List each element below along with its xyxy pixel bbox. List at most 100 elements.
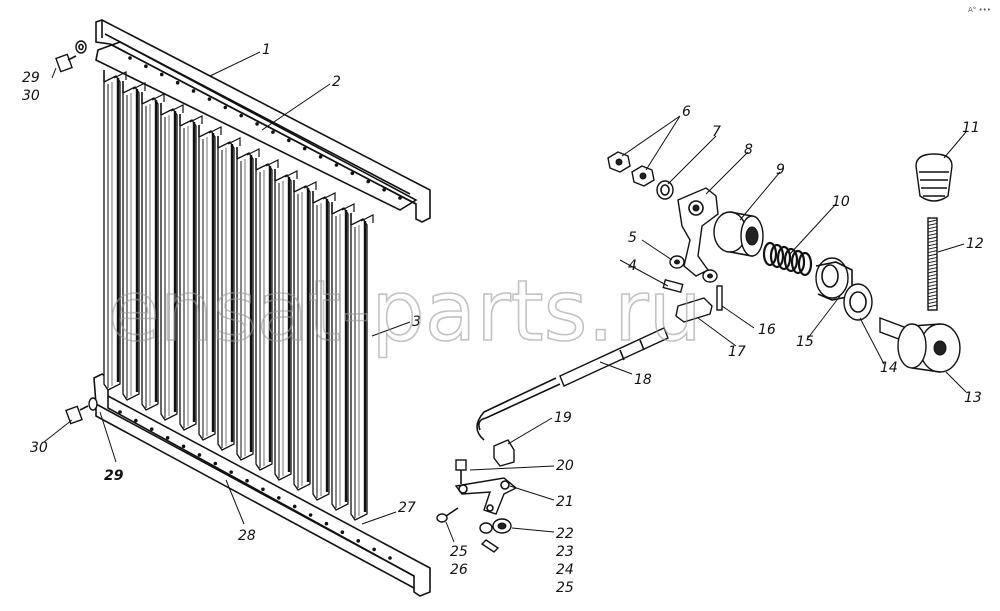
watermark: ensat-parts.ru [108,262,702,360]
connecting-rod-18 [476,327,669,441]
callout-29-bottom: 29 [104,468,124,484]
rail-hole [334,163,339,167]
callout-27: 27 [398,500,416,516]
callout-1: 1 [262,42,271,58]
louver-slat [350,213,374,521]
callout-14: 14 [880,360,898,376]
rail-hole [245,478,249,483]
callout-18: 18 [634,372,652,388]
rail-hole [191,89,196,93]
callout-21: 21 [556,494,574,510]
callout-7: 7 [712,124,721,140]
callout-2: 2 [332,74,341,90]
callout-30-bottom: 30 [30,440,48,456]
callout-25-right: 25 [556,580,574,596]
rail-hole [366,179,371,184]
louver-slat [179,114,203,431]
bushing-17 [675,297,713,323]
link-block-19 [493,439,515,467]
louver-slat [198,125,222,441]
leader-lines [43,51,967,543]
rail-hole [308,513,313,517]
threaded-rod-12 [927,217,938,311]
rail-hole [223,105,228,110]
rail-hole [388,556,392,560]
ratchet-9 [713,211,764,257]
callout-4: 4 [628,258,637,274]
rail-hole [134,418,138,423]
bolt-20 [455,459,467,484]
washer-5 [669,255,685,269]
rail-hole [292,504,297,509]
louver-slat [331,202,355,511]
callout-3: 3 [412,314,421,330]
louver-slat [274,169,298,481]
rail-hole [197,453,202,457]
sleeve-15 [815,257,853,301]
top-rail [95,19,431,223]
rail-hole [229,470,233,474]
spring-10 [762,241,813,277]
lever-8 [677,187,719,277]
callout-28: 28 [238,528,256,544]
callout-30-top: 30 [22,88,40,104]
callout-25-left: 25 [450,544,468,560]
corner-mark: А° ••• [968,6,991,14]
callout-15: 15 [796,334,814,350]
callout-16: 16 [758,322,776,338]
louver-slat [217,136,241,451]
rail-hole [287,138,291,143]
louver-slat [122,81,146,401]
bolt-bottom-left [65,397,98,425]
washers-22-24 [479,518,512,553]
callout-13: 13 [964,390,982,406]
callout-5: 5 [628,230,637,246]
rail-hole [340,530,345,535]
louver-slat [293,180,317,491]
louver-slats [103,70,374,521]
knob-cap-11 [915,153,953,202]
callout-9: 9 [776,162,785,178]
callout-19: 19 [554,410,572,426]
callout-24: 24 [556,562,574,578]
rail-hole [277,496,281,500]
louver-slat [236,147,260,461]
louver-slat [103,70,127,391]
rail-hole [350,171,355,176]
rail-hole [324,521,329,526]
lever-21 [454,477,518,515]
disc-14 [843,283,873,321]
rail-hole [181,444,186,449]
rail-hole [207,97,212,101]
callout-29-top: 29 [22,70,40,86]
rail-hole [213,461,218,466]
washer-small [702,269,718,283]
rail-hole [372,547,376,552]
rail-hole [128,56,132,60]
louver-slat [141,92,165,411]
callout-11: 11 [962,120,980,136]
callout-10: 10 [832,194,850,210]
hex-nuts [607,151,655,187]
louver-slat [255,158,279,471]
bolt-top-left [55,40,87,73]
callout-20: 20 [556,458,574,474]
louver-slat [312,191,336,501]
washer-7 [656,180,674,200]
callout-8: 8 [744,142,753,158]
rail-hole [382,187,386,192]
callout-12: 12 [966,236,984,252]
louver-slat [160,103,184,421]
rail-hole [149,427,154,431]
callout-6: 6 [682,104,691,120]
rail-hole [144,64,148,69]
screw-25 [436,507,459,523]
rail-hole [175,80,180,85]
rail-hole [318,155,323,159]
rail-hole [165,435,170,440]
rail-hole [255,122,259,126]
callout-23: 23 [556,544,574,560]
rail-hole [159,72,164,77]
callout-26: 26 [450,562,468,578]
